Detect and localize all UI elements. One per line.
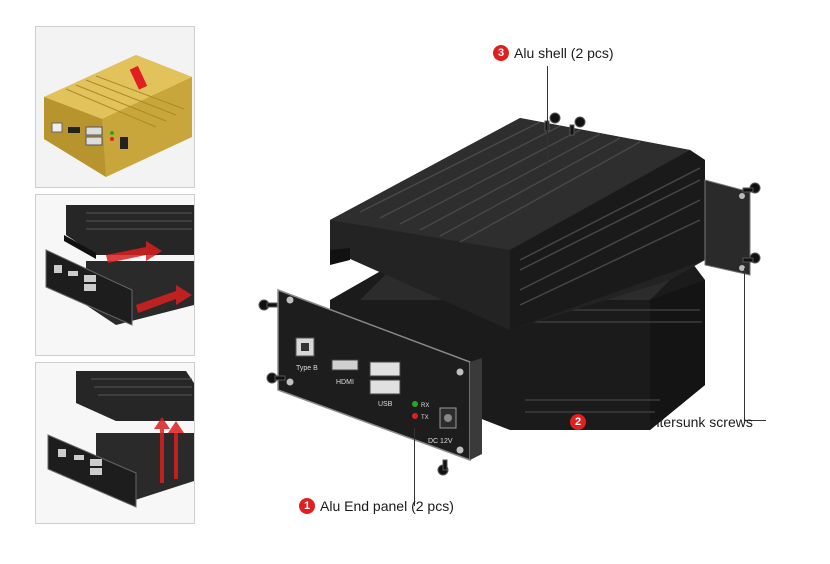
callout-number-badge: 2 xyxy=(570,414,586,430)
callout-screws: 2 M3x6 countersunk screws xyxy=(570,414,753,430)
rx-led xyxy=(412,401,418,407)
leader-line-shell xyxy=(547,66,548,166)
callout-number-badge: 1 xyxy=(299,498,315,514)
hdmi-label: HDMI xyxy=(336,379,354,386)
hdmi-port xyxy=(331,359,359,371)
thumbnail-assembled-gold xyxy=(35,26,195,188)
thumbnail-slide-in xyxy=(35,194,195,356)
tx-label: TX xyxy=(421,415,429,421)
back-end-panel xyxy=(704,179,751,276)
callout-alu-shell: 3 Alu shell (2 pcs) xyxy=(493,45,614,61)
leader-line-screws-h xyxy=(744,420,766,421)
screw-icon xyxy=(258,112,761,476)
callout-label: Alu shell (2 pcs) xyxy=(514,45,614,61)
type-b-label: Type B xyxy=(296,365,318,372)
callout-number-badge: 3 xyxy=(493,45,509,61)
callout-end-panel: 1 Alu End panel (2 pcs) xyxy=(299,498,454,514)
usb-label: USB xyxy=(378,401,393,408)
dc-label: DC 12V xyxy=(428,438,453,445)
callout-label: Alu End panel (2 pcs) xyxy=(320,498,454,514)
leader-line-endpanel xyxy=(414,428,415,506)
rx-label: RX xyxy=(421,403,429,409)
exploded-enclosure-diagram: Type B HDMI USB RX TX DC 12V xyxy=(258,112,761,476)
thumbnail-vertical-assembly xyxy=(35,362,195,524)
callout-label: M3x6 countersunk screws xyxy=(591,414,753,430)
leader-line-screws xyxy=(744,268,745,420)
tx-led xyxy=(412,413,418,419)
